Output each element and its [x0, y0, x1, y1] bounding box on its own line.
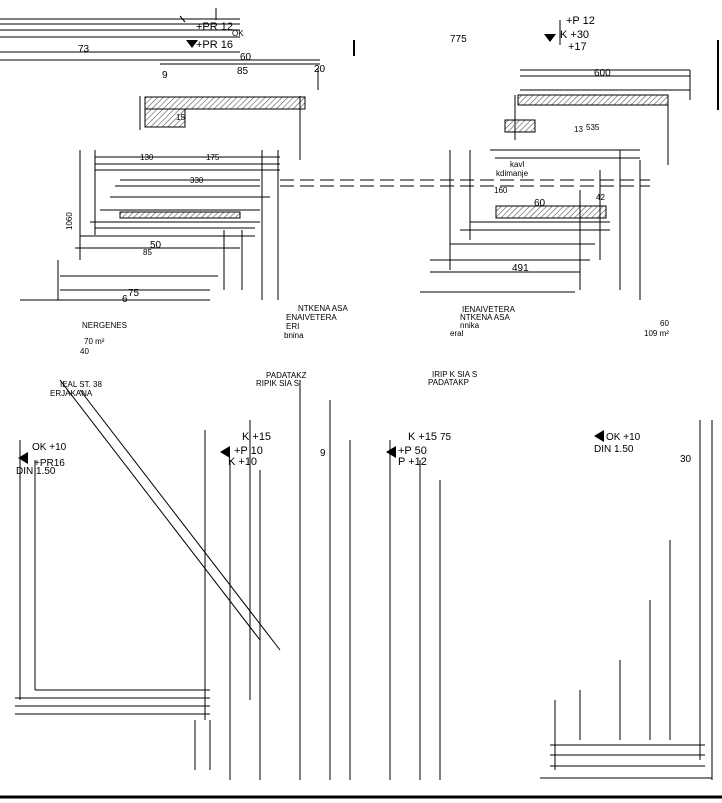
- label-left-dim-6: 6: [122, 294, 128, 305]
- level-marker-icon: [186, 40, 198, 48]
- label-right-top-level3: +17: [568, 41, 587, 53]
- label-center-text3: ERI: [286, 322, 299, 331]
- label-lower-left-lvl3: +PR16: [34, 458, 65, 469]
- label-right-dim-600: 600: [594, 68, 611, 79]
- label-right-area-dim: 60: [660, 319, 669, 328]
- label-lower-left-lvl1: OK +10: [32, 442, 67, 453]
- label-lower-c2-lvl2: +P 50: [398, 445, 427, 457]
- label-right-text3: nnika: [460, 321, 480, 330]
- label-center-pad2: RIPIK SIA S: [256, 379, 299, 388]
- label-lower-c1-lvl3: K +10: [228, 456, 257, 468]
- label-lower-c2-lvl3: P +12: [398, 456, 427, 468]
- right-plan: [420, 20, 719, 300]
- label-lower-r-dim: 30: [680, 454, 692, 465]
- label-left-dim-73: 73: [78, 44, 90, 55]
- label-right-kavl: kavl: [510, 160, 524, 169]
- label-left-ok: OK: [232, 29, 244, 38]
- lower-left-band: [15, 379, 281, 770]
- label-lower-c1-dim: 9: [320, 448, 326, 459]
- label-center-text4: bnina: [284, 331, 304, 340]
- label-lower-r-lvl2: DIN 1.50: [594, 444, 634, 455]
- label-right-top-level: +P 12: [566, 15, 595, 27]
- level-marker-icon: [544, 34, 556, 42]
- label-right-text2: NTKENA ASA: [460, 313, 510, 322]
- label-right-pad1: IRIP K SIA S: [432, 370, 477, 379]
- level-marker-icon: [594, 430, 604, 442]
- label-left-area2: 40: [80, 347, 89, 356]
- text-labels: +PR 12 +PR 16 OK 73 85 20 60 9 175 330 1…: [16, 15, 692, 477]
- label-right-top-level2: K +30: [560, 29, 589, 41]
- label-right-kdimanje: kdimanje: [496, 169, 529, 178]
- left-plan: [0, 8, 355, 301]
- label-right-dim-775: 775: [450, 34, 467, 45]
- label-right-pad2: PADATAKP: [428, 378, 469, 387]
- label-left-dim-1060: 1060: [65, 212, 74, 230]
- label-lower-left-lvl2: DIN 1.50: [16, 466, 56, 477]
- label-lower-c1-lvl2: +P 10: [234, 445, 263, 457]
- label-right-text4: eral: [450, 329, 464, 338]
- label-center-pad1: PADATAKZ: [266, 371, 307, 380]
- label-lower-r-lvl1: OK +10: [606, 432, 641, 443]
- label-center-text1: NTKENA ASA: [298, 304, 348, 313]
- label-left-top-level2: +PR 16: [196, 39, 233, 51]
- label-left-dim-20: 20: [314, 64, 326, 75]
- label-left-dim-85: 85: [237, 66, 249, 77]
- label-center-text2: ENAIVETERA: [286, 313, 337, 322]
- label-right-text1: IENAIVETERA: [462, 305, 516, 314]
- label-left-dim-75: 75: [128, 288, 140, 299]
- lower-right-band: [540, 420, 713, 780]
- label-left-note2: ERJAKANA: [50, 389, 93, 398]
- label-right-dim-535: 535: [586, 123, 600, 132]
- label-left-dim-50: 50: [150, 240, 162, 251]
- label-left-area: 70 m²: [84, 337, 105, 346]
- label-left-dim-60: 60: [240, 52, 252, 63]
- label-left-top-level: +PR 12: [196, 21, 233, 33]
- label-right-dim-491: 491: [512, 263, 529, 274]
- label-left-note3: NERGENES: [82, 321, 127, 330]
- label-left-dim-330: 330: [190, 176, 204, 185]
- lower-center-band: [229, 380, 441, 780]
- level-marker-icon: [220, 446, 230, 458]
- label-left-dim-9: 9: [162, 70, 168, 81]
- label-right-dim-42: 42: [596, 193, 605, 202]
- label-left-dim-85b: 85: [143, 248, 152, 257]
- label-left-dim-15: 15: [176, 113, 185, 122]
- label-left-dim-175: 175: [206, 153, 220, 162]
- label-right-dim-60: 60: [534, 198, 546, 209]
- label-lower-c2-lvl1: K +15: [408, 431, 437, 443]
- level-markers: [18, 34, 604, 464]
- label-right-area: 109 m²: [644, 329, 669, 338]
- level-marker-icon: [386, 446, 396, 458]
- label-right-dim-160: 160: [494, 186, 508, 195]
- level-marker-icon: [18, 452, 28, 464]
- label-right-dim-13: 13: [574, 125, 583, 134]
- section-line: [280, 179, 650, 187]
- label-lower-c1-lvl1: K +15: [242, 431, 271, 443]
- label-left-note1: IEAL ST. 38: [60, 380, 103, 389]
- label-lower-c2-dim: 75: [440, 432, 452, 443]
- label-left-dim-130: 130: [140, 153, 154, 162]
